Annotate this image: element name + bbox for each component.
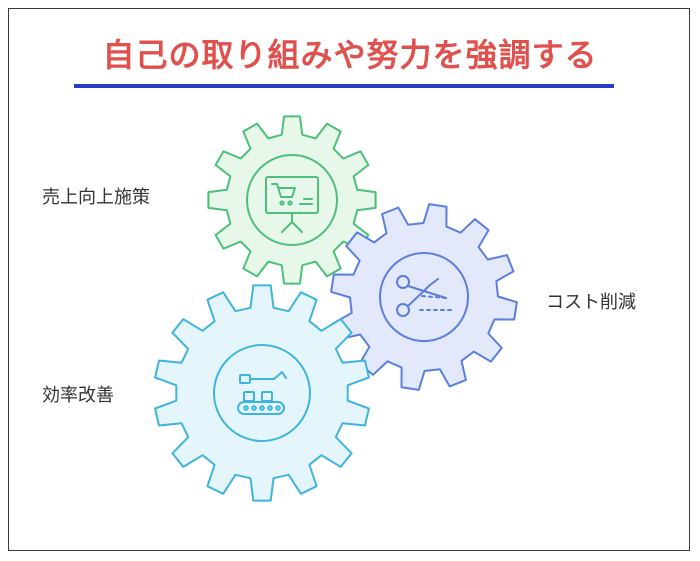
label-cost: コスト削減 (546, 292, 636, 313)
diagram-title: 自己の取り組みや努力を強調する (102, 36, 598, 74)
gear-cost (330, 203, 518, 391)
robot-arm-conveyor-icon (237, 371, 287, 415)
scissors-cut-icon (396, 275, 453, 317)
gear-efficiency (154, 284, 370, 502)
label-sales: 売上向上施策 (42, 187, 150, 208)
gear-sales (207, 115, 377, 285)
presentation-cart-icon (265, 176, 319, 233)
label-efficiency: 効率改善 (42, 385, 114, 406)
title-underline (74, 84, 614, 88)
